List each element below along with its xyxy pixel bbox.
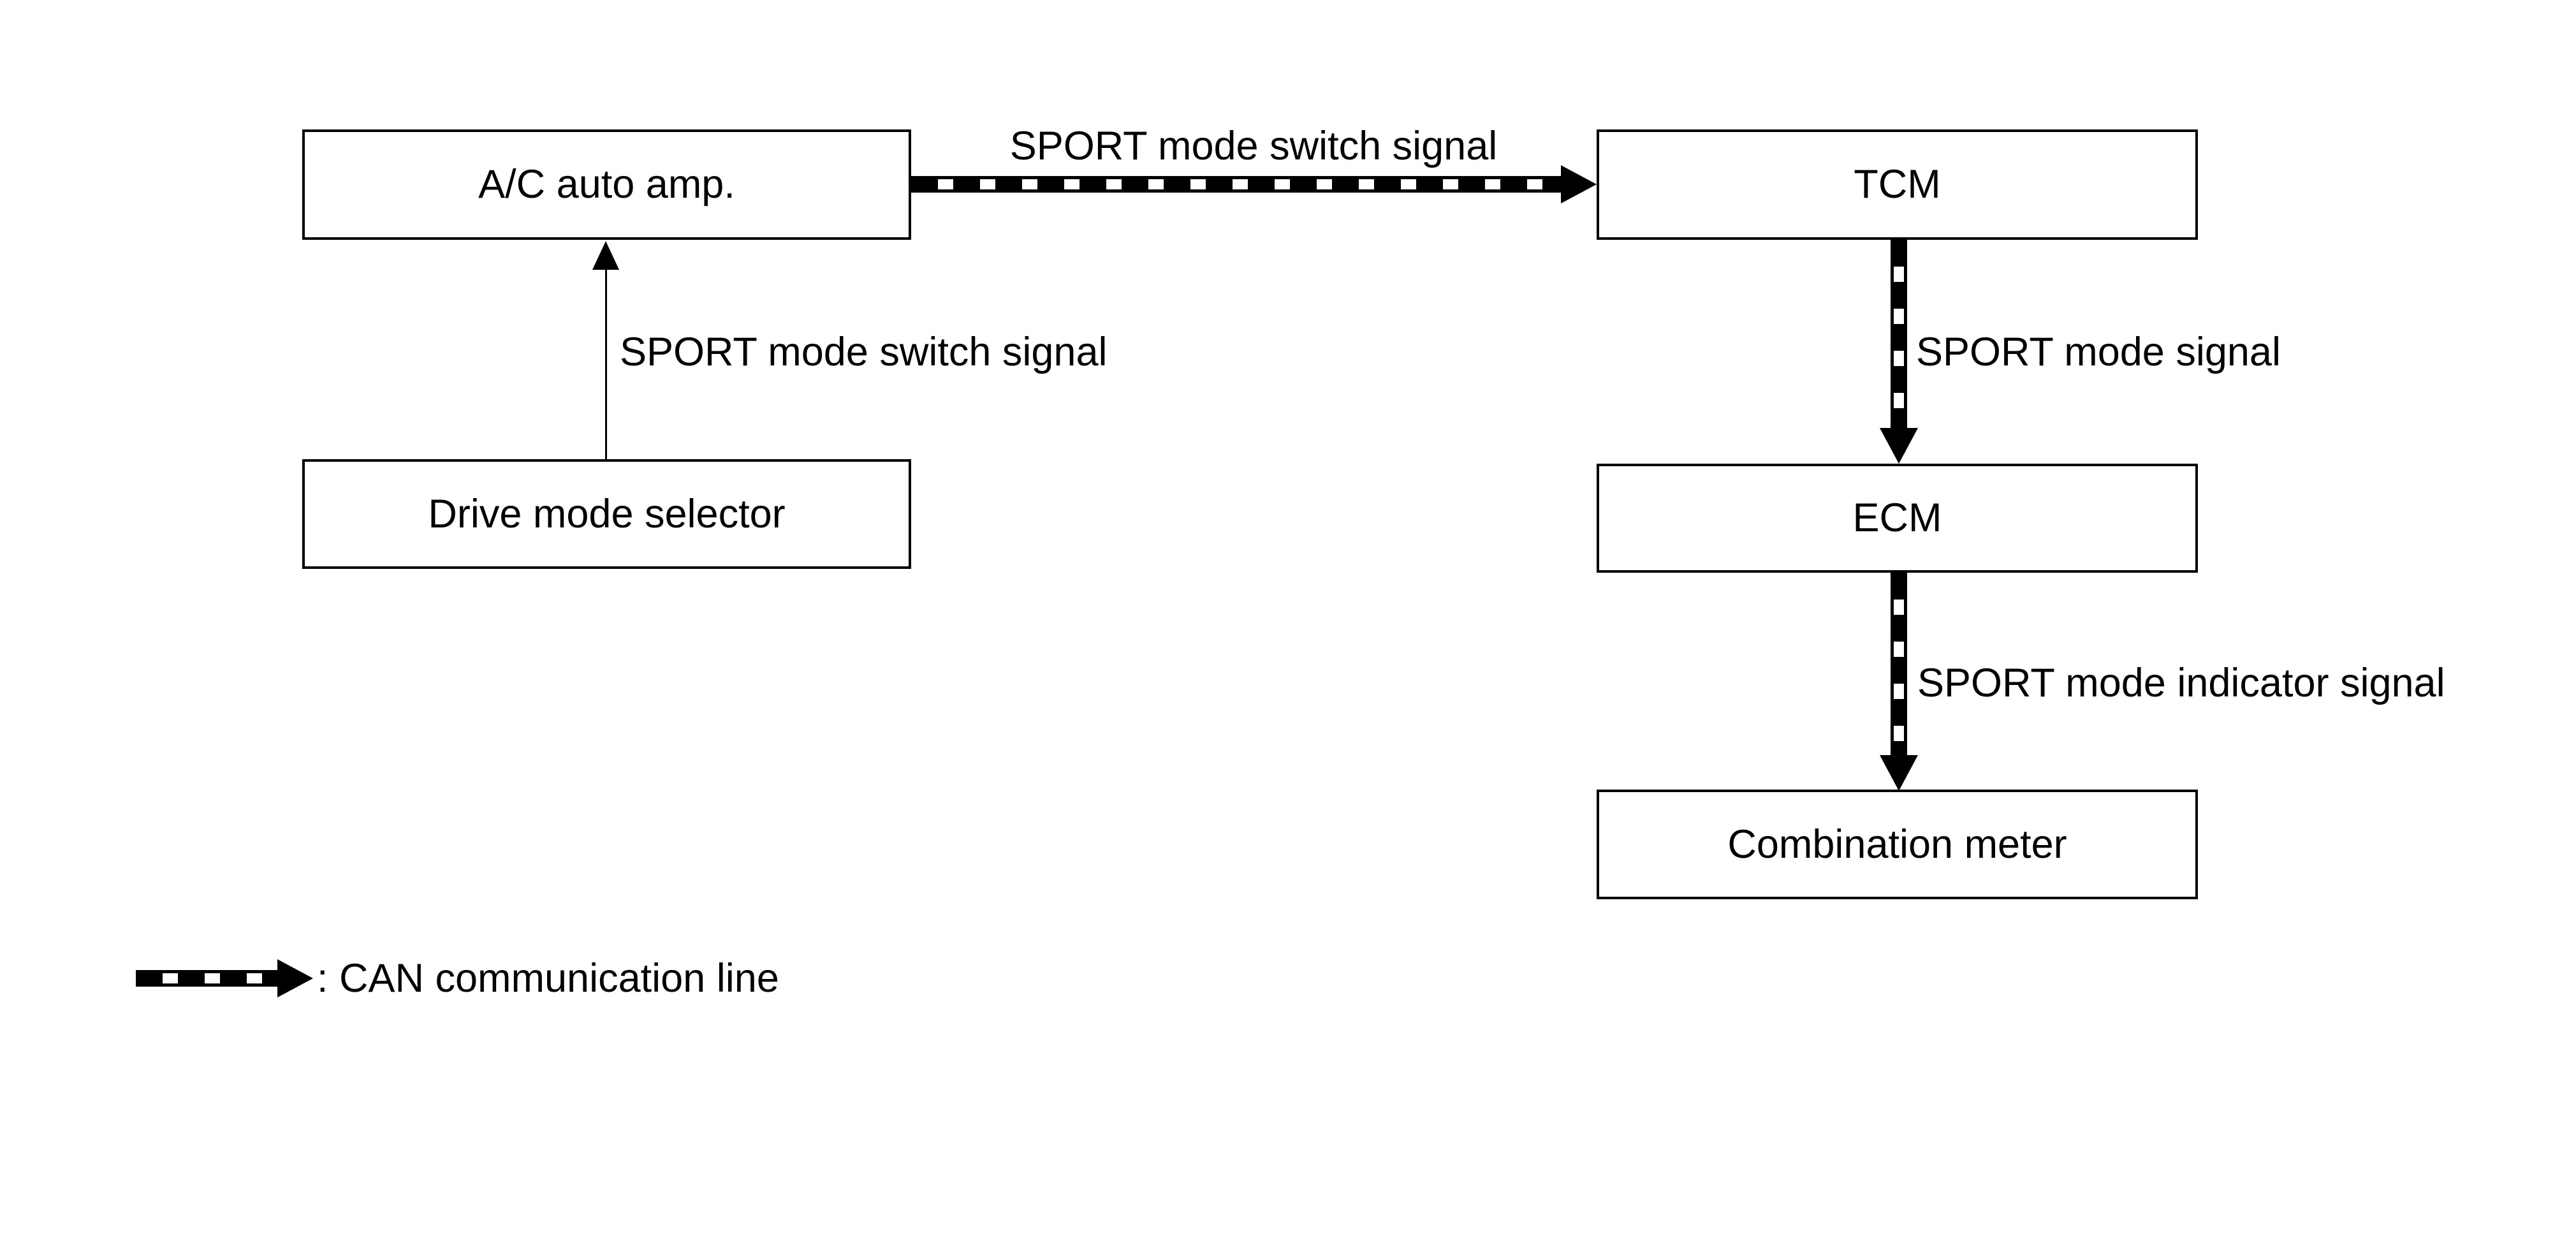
edge-ac-to-tcm-label: SPORT mode switch signal bbox=[1009, 124, 1498, 168]
edge-ecm-to-meter-label: SPORT mode indicator signal bbox=[1917, 661, 2445, 705]
node-drive-mode-selector: Drive mode selector bbox=[302, 459, 911, 569]
edge-tcm-to-ecm-label: SPORT mode signal bbox=[1916, 330, 2281, 374]
node-combination-meter: Combination meter bbox=[1597, 790, 2198, 899]
node-tcm-label: TCM bbox=[1854, 162, 1941, 207]
arrowhead-up-icon bbox=[592, 241, 619, 270]
arrowhead-down-icon bbox=[1880, 428, 1918, 464]
edge-drive-to-ac-line bbox=[605, 269, 607, 459]
legend: : CAN communication line bbox=[136, 955, 779, 1001]
node-drive-mode-selector-label: Drive mode selector bbox=[428, 491, 786, 536]
arrowhead-right-icon bbox=[1561, 165, 1597, 203]
legend-arrowhead-right-icon bbox=[277, 959, 313, 997]
node-ac-auto-amp-label: A/C auto amp. bbox=[478, 162, 735, 207]
node-tcm: TCM bbox=[1597, 129, 2198, 240]
node-combination-meter-label: Combination meter bbox=[1727, 821, 2067, 867]
node-ecm-label: ECM bbox=[1852, 496, 1942, 540]
node-ecm: ECM bbox=[1597, 464, 2198, 573]
can-communication-line-arrow-icon bbox=[136, 955, 313, 1001]
legend-can-band bbox=[136, 970, 277, 987]
edge-ecm-to-meter-can-line bbox=[1891, 573, 1907, 755]
edge-drive-to-ac-label: SPORT mode switch signal bbox=[620, 330, 1108, 374]
edge-ac-to-tcm-can-line bbox=[911, 176, 1561, 193]
arrowhead-down-icon bbox=[1880, 755, 1918, 791]
node-ac-auto-amp: A/C auto amp. bbox=[302, 129, 911, 240]
edge-tcm-to-ecm-can-line bbox=[1891, 240, 1907, 428]
legend-label: : CAN communication line bbox=[317, 956, 779, 1001]
